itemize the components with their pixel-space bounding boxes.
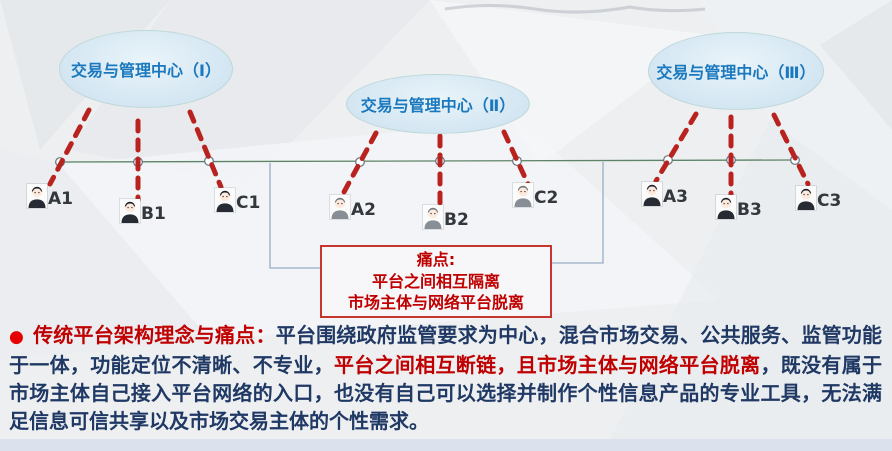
bullet-icon: ● [9,327,25,347]
person-icon [120,199,140,223]
participant-node-C3: C3 [796,186,841,211]
paragraph-segments: 传统平台架构理念与痛点：平台围绕政府监管要求为中心，混合市场交易、公共服务、监管… [9,323,882,433]
person-icon [513,183,533,207]
pain-point-box: 痛点: 平台之间相互隔离 市场主体与网络平台脱离 [320,245,552,318]
bg-facet [610,120,892,440]
pain-point-title: 痛点: [416,250,456,269]
center-ellipse-3: 交易与管理中心（Ⅲ） [648,32,824,110]
bg-facet [0,150,210,360]
bus-line [54,159,796,163]
center-ellipse-label: 交易与管理中心（Ⅲ） [656,63,816,82]
red-dashed-link [771,112,811,187]
participant-label: B2 [444,210,469,230]
red-dashed-link [341,130,379,195]
participant-label: B1 [141,204,166,224]
person-icon [642,182,662,206]
paragraph-segment-red: 传统平台架构理念与痛点： [33,323,276,347]
center-ellipse-label: 交易与管理中心（Ⅱ） [360,96,516,115]
bottom-strip [0,439,892,451]
participant-node-C1: C1 [215,188,260,213]
bg-facet [60,120,720,340]
person-icon [330,195,350,219]
paragraph-segment-navy: 平台围绕政府监管要求为中心，混合市场交易、公共服务、监管功能于一体，功能定位不清… [9,323,883,377]
bracket-connector [269,163,320,269]
pain-point-line1: 平台之间相互隔离 [371,272,500,291]
participant-label: C3 [817,191,842,211]
participant-node-A2: A2 [330,195,376,220]
participant-node-B2: B2 [423,205,469,230]
bg-scribble [444,4,706,14]
center-ellipse-label: 交易与管理中心（Ⅰ） [71,61,221,80]
participant-label: A2 [351,200,376,220]
participant-label: C2 [534,188,559,208]
paragraph-segment-navy: ，既没有属于市场主体自己接入平台网络的入口，也没有自己可以选择并制作个性信息产品… [9,353,883,433]
red-dashed-link [187,109,224,190]
bg-facet [430,0,710,165]
participant-label: A3 [663,187,688,207]
paragraph-segment-red: 平台之间相互断链，且市场主体与网络平台脱离 [333,353,761,377]
center-ellipse-2: 交易与管理中心（Ⅱ） [346,74,530,134]
red-dashed-link [501,129,531,187]
bracket-connector [552,162,604,264]
bg-facet [820,0,892,130]
participant-label: B3 [737,200,762,220]
person-icon [27,184,47,208]
pain-point-line2: 市场主体与网络平台脱离 [347,293,524,312]
participant-node-B1: B1 [120,199,166,224]
person-icon [215,188,235,212]
participant-node-A1: A1 [27,184,73,209]
participant-node-C2: C2 [513,183,558,208]
participant-label: C1 [236,193,261,213]
participant-node-A3: A3 [642,182,688,207]
red-dashed-link [47,107,92,187]
person-icon [423,205,443,229]
red-dashed-link [653,111,699,184]
person-icon [716,195,736,219]
participant-node-B3: B3 [716,195,762,220]
summary-paragraph: ●传统平台架构理念与痛点：平台围绕政府监管要求为中心，混合市场交易、公共服务、监… [0,321,892,435]
participant-label: A1 [48,189,73,209]
person-icon [796,186,816,210]
center-ellipse-1: 交易与管理中心（Ⅰ） [59,30,233,108]
